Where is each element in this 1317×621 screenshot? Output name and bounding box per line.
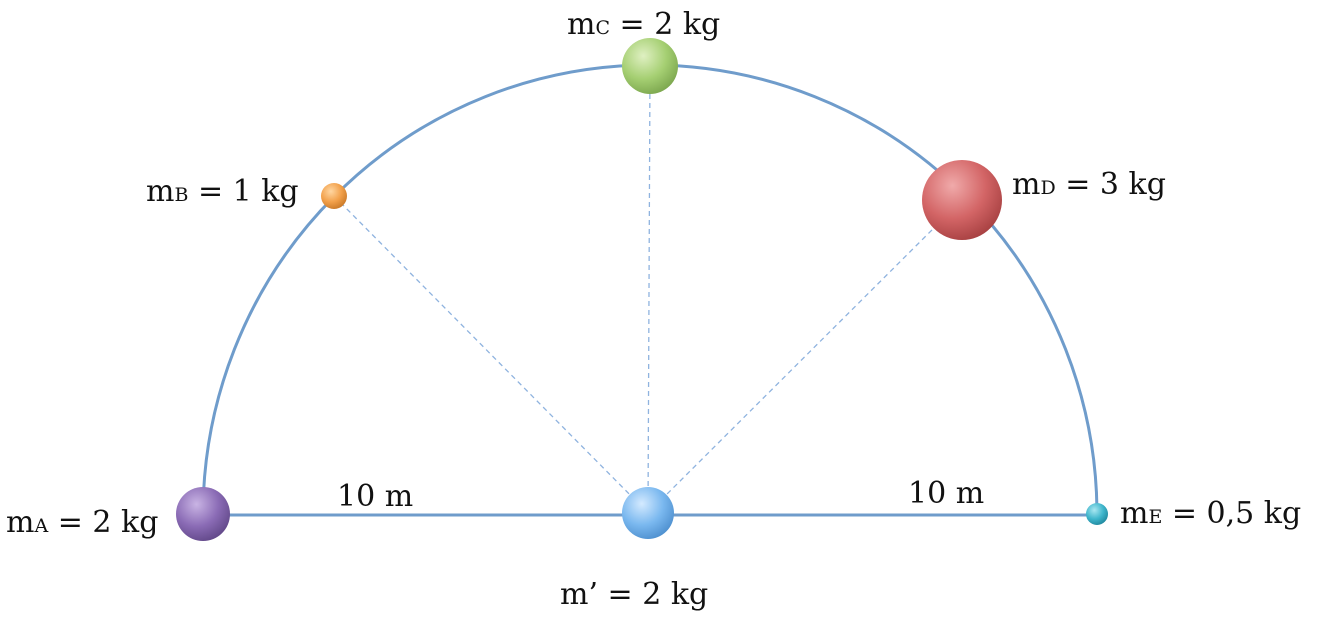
radius-to-c	[647, 67, 651, 514]
mass-b-label: mB = 1 kg	[146, 174, 299, 209]
mass-c-ball	[622, 38, 678, 94]
mass-d-label: mD = 3 kg	[1012, 167, 1166, 202]
mass-a-ball	[176, 487, 230, 541]
center-mass-ball	[622, 487, 674, 539]
radius-to-b	[333, 195, 649, 514]
center-mass-label: m’ = 2 kg	[560, 577, 708, 612]
mass-e-label: mE = 0,5 kg	[1120, 496, 1301, 531]
distance-left-label: 10 m	[337, 479, 413, 514]
mass-d-ball	[922, 160, 1002, 240]
mass-b-ball	[321, 183, 347, 209]
radius-to-d	[647, 199, 963, 514]
mass-e-ball	[1086, 503, 1108, 525]
distance-right-label: 10 m	[908, 476, 984, 511]
mass-a-label: mA = 2 kg	[6, 505, 158, 540]
mass-c-label: mC = 2 kg	[567, 7, 720, 42]
